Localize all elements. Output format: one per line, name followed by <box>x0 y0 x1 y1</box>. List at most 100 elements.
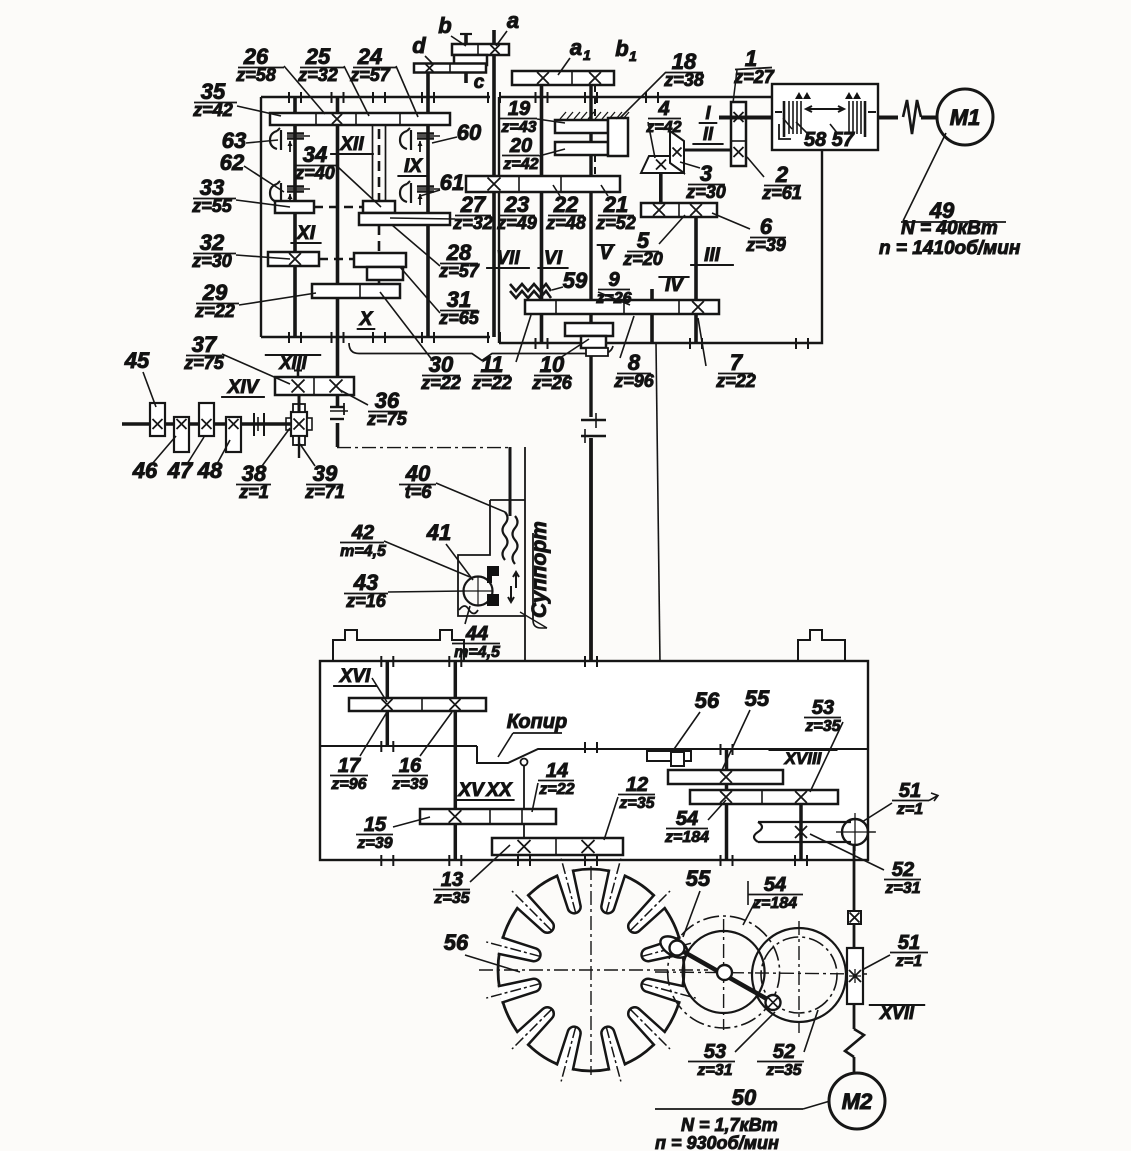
svg-text:z=61: z=61 <box>761 183 802 203</box>
svg-text:z=40: z=40 <box>294 163 335 183</box>
svg-text:z=31: z=31 <box>884 880 920 897</box>
svg-text:52: 52 <box>773 1041 795 1063</box>
svg-text:III: III <box>704 245 721 266</box>
svg-text:z=57: z=57 <box>349 65 391 85</box>
svg-text:XV: XV <box>457 780 485 801</box>
svg-text:10: 10 <box>540 352 565 377</box>
svg-text:40: 40 <box>405 461 431 486</box>
svg-text:z=32: z=32 <box>452 213 493 233</box>
svg-text:30: 30 <box>429 352 454 377</box>
svg-text:XIII: XIII <box>278 353 307 373</box>
svg-text:3: 3 <box>700 161 712 186</box>
svg-text:56: 56 <box>695 688 720 713</box>
svg-text:M2: M2 <box>842 1089 873 1114</box>
svg-text:45: 45 <box>124 348 150 373</box>
svg-text:z=1: z=1 <box>896 801 923 818</box>
svg-text:55: 55 <box>686 866 711 891</box>
svg-text:50: 50 <box>732 1085 757 1110</box>
svg-text:b: b <box>615 36 628 61</box>
svg-text:z=30: z=30 <box>685 182 726 202</box>
svg-text:20: 20 <box>509 135 532 157</box>
svg-text:XVII: XVII <box>879 1003 915 1023</box>
svg-text:z=184: z=184 <box>664 829 709 846</box>
svg-text:6: 6 <box>760 214 773 239</box>
svg-text:32: 32 <box>200 230 225 255</box>
svg-text:19: 19 <box>508 98 531 120</box>
svg-text:7: 7 <box>730 350 744 375</box>
svg-text:55: 55 <box>745 686 770 711</box>
svg-text:c: c <box>474 72 485 93</box>
svg-text:18: 18 <box>672 49 697 74</box>
svg-text:51: 51 <box>899 780 921 802</box>
svg-text:31: 31 <box>447 287 471 312</box>
svg-text:XVI: XVI <box>339 666 371 687</box>
svg-text:Копир: Копир <box>507 711 567 733</box>
svg-text:I: I <box>705 103 711 123</box>
svg-text:60: 60 <box>457 120 482 145</box>
svg-text:25: 25 <box>305 44 331 69</box>
svg-text:z=75: z=75 <box>366 409 408 429</box>
svg-text:z=52: z=52 <box>595 213 636 233</box>
svg-text:33: 33 <box>200 175 224 200</box>
svg-text:m=4,5: m=4,5 <box>340 543 387 560</box>
svg-text:27: 27 <box>460 192 487 217</box>
svg-text:16: 16 <box>399 755 422 777</box>
svg-text:z=35: z=35 <box>804 718 841 735</box>
svg-text:z=1: z=1 <box>238 482 269 502</box>
svg-text:IX: IX <box>404 156 423 177</box>
svg-text:22: 22 <box>553 192 579 217</box>
svg-text:12: 12 <box>626 774 648 796</box>
svg-text:z=48: z=48 <box>545 213 586 233</box>
svg-text:z=58: z=58 <box>235 65 276 85</box>
svg-text:53: 53 <box>812 697 834 719</box>
svg-text:37: 37 <box>192 332 218 357</box>
svg-text:58 57: 58 57 <box>804 129 855 151</box>
svg-text:z=22: z=22 <box>538 781 574 798</box>
svg-text:52: 52 <box>892 859 914 881</box>
svg-text:2: 2 <box>775 162 789 187</box>
svg-text:z=27: z=27 <box>733 67 775 87</box>
svg-text:53: 53 <box>704 1041 726 1063</box>
svg-text:a: a <box>507 8 519 33</box>
svg-text:36: 36 <box>375 388 400 413</box>
svg-text:59: 59 <box>563 268 588 293</box>
svg-text:1: 1 <box>745 46 757 71</box>
svg-text:35: 35 <box>201 79 226 104</box>
svg-text:4: 4 <box>657 98 669 120</box>
svg-text:N = 40кВт: N = 40кВт <box>901 218 998 239</box>
svg-text:47: 47 <box>167 458 194 483</box>
svg-text:42: 42 <box>351 522 374 544</box>
svg-text:z=96: z=96 <box>330 776 366 793</box>
svg-text:z=35: z=35 <box>765 1062 802 1079</box>
svg-text:28: 28 <box>446 240 472 265</box>
svg-text:13: 13 <box>441 869 463 891</box>
svg-text:z=55: z=55 <box>191 196 233 216</box>
svg-text:49: 49 <box>929 198 955 223</box>
svg-text:24: 24 <box>357 44 382 69</box>
svg-text:29: 29 <box>202 280 228 305</box>
svg-text:8: 8 <box>628 350 641 375</box>
svg-text:z=35: z=35 <box>618 795 655 812</box>
svg-text:14: 14 <box>546 760 568 782</box>
svg-text:z=38: z=38 <box>663 70 704 90</box>
svg-text:z=39: z=39 <box>391 776 427 793</box>
svg-text:z=96: z=96 <box>613 371 655 391</box>
svg-text:X: X <box>359 309 374 330</box>
svg-text:5: 5 <box>637 228 650 253</box>
svg-text:44: 44 <box>465 623 488 645</box>
svg-text:d: d <box>412 33 426 58</box>
svg-text:z=1: z=1 <box>895 953 922 970</box>
svg-text:XI: XI <box>296 223 316 244</box>
svg-text:23: 23 <box>504 192 529 217</box>
svg-text:26: 26 <box>243 44 269 69</box>
svg-text:b: b <box>438 13 451 38</box>
svg-text:21: 21 <box>603 192 628 217</box>
svg-text:z=22: z=22 <box>471 373 512 393</box>
svg-text:17: 17 <box>338 755 361 777</box>
svg-text:1: 1 <box>629 48 637 64</box>
svg-text:z=26: z=26 <box>531 373 573 393</box>
svg-text:XVIII: XVIII <box>784 749 823 768</box>
svg-text:n = 1410об/мин: n = 1410об/мин <box>879 238 1021 259</box>
svg-text:63: 63 <box>222 128 246 153</box>
svg-text:z=22: z=22 <box>194 301 235 321</box>
